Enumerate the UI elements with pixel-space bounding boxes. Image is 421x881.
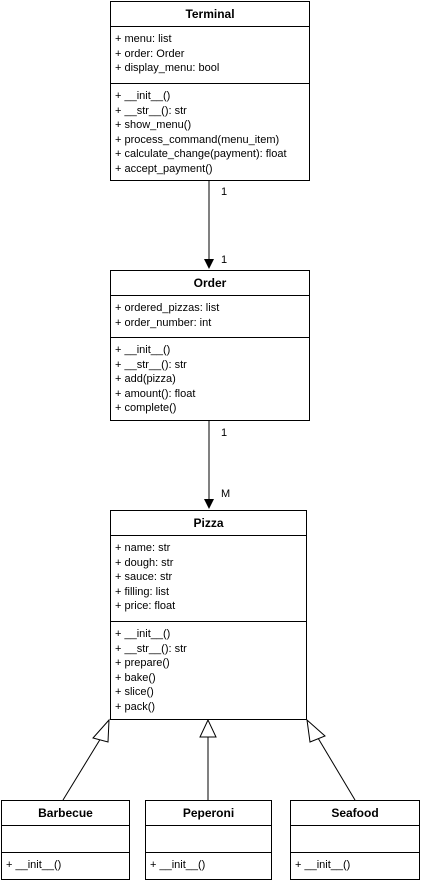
method: + __init__() [150, 859, 206, 871]
attribute: + sauce: str [115, 571, 173, 583]
methods-section: + __init__() + __str__(): str + prepare(… [111, 622, 306, 718]
inheritance-line-seafood [314, 732, 356, 801]
method: + bake() [115, 671, 156, 684]
inheritance-arrowhead-peperoni [199, 718, 217, 738]
method: + slice() [115, 686, 154, 698]
methods-section: + __init__() + __str__(): str + show_men… [111, 84, 309, 180]
multiplicity-order-source: 1 [221, 427, 228, 439]
attribute: + order: Order [115, 47, 185, 60]
attribute: + name: str [115, 542, 171, 554]
method: + prepare() [115, 657, 170, 669]
attribute: + filling: list [115, 585, 170, 598]
method: + accept_payment() [115, 162, 213, 175]
attributes-section [291, 826, 419, 853]
class-name: Peperoni [146, 801, 271, 826]
class-name: Seafood [291, 801, 419, 826]
class-pizza[interactable]: Pizza + name: str + dough: str + sauce: … [110, 510, 307, 720]
attribute: + ordered_pizzas: list [115, 302, 220, 314]
class-name: Pizza [111, 511, 306, 536]
method: + amount(): float [115, 387, 196, 400]
method: + process_command(menu_item) [115, 133, 280, 146]
method: + complete() [115, 402, 177, 414]
method: + add(pizza) [115, 373, 176, 385]
multiplicity-pizza-target: M [221, 488, 231, 500]
methods-section: + __init__() [146, 853, 271, 877]
attributes-section [2, 826, 129, 853]
inheritance-arrowhead-barbecue [92, 718, 110, 743]
inheritance-line-barbecue [62, 732, 105, 801]
multiplicity-order-target: 1 [221, 254, 228, 266]
methods-section: + __init__() + __str__(): str + add(pizz… [111, 338, 309, 420]
class-name: Barbecue [2, 801, 129, 826]
inheritance-arrowhead-seafood [306, 718, 326, 743]
attributes-section [146, 826, 271, 853]
methods-section: + __init__() [2, 853, 129, 877]
method: + pack() [115, 700, 156, 713]
method: + calculate_change(payment): float [115, 148, 287, 160]
attribute: + display_menu: bool [115, 62, 220, 74]
attributes-section: + name: str + dough: str + sauce: str + … [111, 536, 306, 622]
class-peperoni[interactable]: Peperoni + __init__() [145, 800, 272, 880]
attribute: + price: float [115, 600, 176, 612]
multiplicity-terminal-source: 1 [221, 186, 228, 198]
method: + __str__(): str [115, 358, 187, 371]
class-name: Terminal [111, 2, 309, 27]
attributes-section: + menu: list + order: Order + display_me… [111, 27, 309, 84]
method: + __init__() [115, 344, 171, 356]
class-name: Order [111, 271, 309, 296]
method: + __init__() [115, 628, 171, 640]
method: + __str__(): str [115, 642, 187, 655]
method: + show_menu() [115, 119, 192, 131]
method: + __init__() [6, 859, 62, 871]
attributes-section: + ordered_pizzas: list + order_number: i… [111, 296, 309, 338]
method: + __init__() [115, 90, 171, 102]
class-seafood[interactable]: Seafood + __init__() [290, 800, 420, 880]
attribute: + menu: list [115, 33, 172, 45]
methods-section: + __init__() [291, 853, 419, 877]
attribute: + order_number: int [115, 316, 212, 329]
class-order[interactable]: Order + ordered_pizzas: list + order_num… [110, 270, 310, 421]
attribute: + dough: str [115, 556, 174, 569]
method: + __str__(): str [115, 104, 187, 117]
class-terminal[interactable]: Terminal + menu: list + order: Order + d… [110, 1, 310, 181]
class-barbecue[interactable]: Barbecue + __init__() [1, 800, 130, 880]
method: + __init__() [295, 859, 351, 871]
